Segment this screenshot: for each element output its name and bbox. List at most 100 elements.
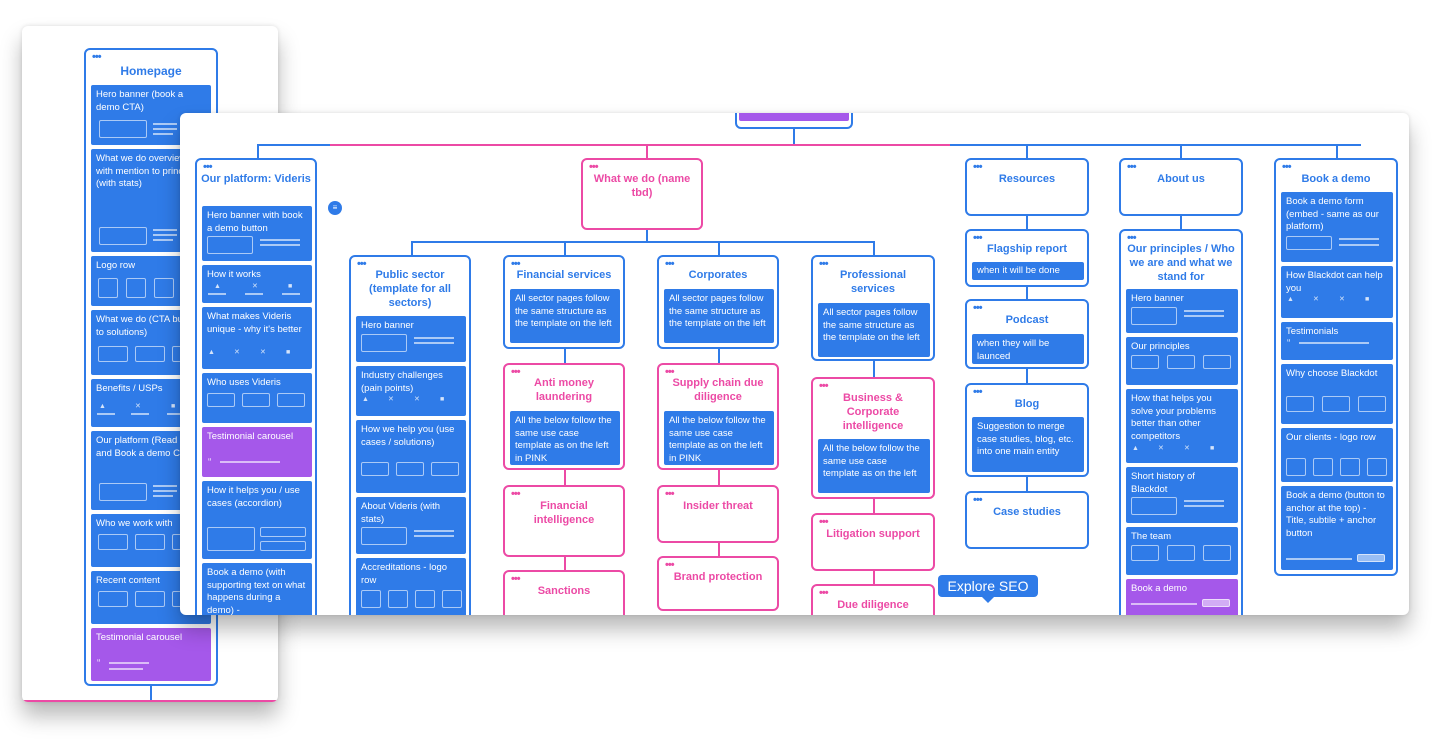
note-card[interactable]: All the below follow the same use case t… xyxy=(510,411,620,465)
section-card[interactable]: How that helps you solve your problems b… xyxy=(1126,389,1238,463)
whatwedo-node[interactable]: ••• What we do (name tbd) xyxy=(581,158,703,230)
about-node[interactable]: ••• About us xyxy=(1119,158,1243,216)
section-card[interactable]: Hero banner xyxy=(356,316,466,362)
node-title: Brand protection xyxy=(673,571,763,583)
connector-pink xyxy=(873,571,875,584)
section-card[interactable]: Why choose Blackdot xyxy=(1281,364,1393,424)
section-card[interactable]: How we help you (use cases / solutions) xyxy=(356,420,466,493)
note-card[interactable]: All the below follow the same use case t… xyxy=(664,411,774,465)
note-card[interactable]: All sector pages follow the same structu… xyxy=(818,303,930,357)
section-card[interactable]: Our principles xyxy=(1126,337,1238,385)
usecase-node[interactable]: ••• Litigation support xyxy=(811,513,935,571)
card-label: How we help you (use cases / solutions) xyxy=(361,424,455,448)
corporates-node[interactable]: ••• Corporates All sector pages follow t… xyxy=(657,255,779,349)
connector xyxy=(257,144,259,158)
card-label: Testimonial carousel xyxy=(207,431,294,442)
note-card[interactable]: All sector pages follow the same structu… xyxy=(510,289,620,343)
section-card[interactable]: Testimonials“ xyxy=(1281,322,1393,360)
section-card[interactable]: Book a demo xyxy=(1126,579,1238,615)
root-node[interactable] xyxy=(735,113,853,129)
card-label: How that helps you solve your problems b… xyxy=(1131,393,1217,442)
section-card[interactable]: Hero banner xyxy=(1126,289,1238,333)
resource-node[interactable]: ••• Flagship report when it will be done xyxy=(965,229,1089,287)
node-menu-icon[interactable]: ••• xyxy=(973,494,983,506)
usecase-node[interactable]: ••• Supply chain due diligence All the b… xyxy=(657,363,779,470)
note-card[interactable]: All the below follow the same use case t… xyxy=(818,439,930,493)
section-card[interactable]: How it works▲✕■ xyxy=(202,265,312,303)
principles-node[interactable]: ••• Our principles / Who we are and what… xyxy=(1119,229,1243,615)
node-menu-icon[interactable]: ••• xyxy=(973,302,983,314)
resource-node[interactable]: ••• Case studies xyxy=(965,491,1089,549)
node-menu-icon[interactable]: ••• xyxy=(665,258,675,270)
node-menu-icon[interactable]: ••• xyxy=(1127,232,1137,244)
financial-node[interactable]: ••• Financial services All sector pages … xyxy=(503,255,625,349)
node-menu-icon[interactable]: ••• xyxy=(665,559,675,571)
usecase-node[interactable]: ••• Sanctions xyxy=(503,570,625,615)
note-card[interactable]: when it will be done xyxy=(972,262,1084,280)
resource-node[interactable]: ••• Podcast when they will be launced xyxy=(965,299,1089,369)
card-label: when they will be launced xyxy=(977,338,1050,362)
section-card[interactable]: Accreditations - logo row xyxy=(356,558,466,615)
section-card[interactable]: Book a demo (button to anchor at the top… xyxy=(1281,486,1393,570)
section-card[interactable]: What makes Videris unique - why it's bet… xyxy=(202,307,312,369)
usecase-node[interactable]: ••• Insider threat xyxy=(657,485,779,543)
node-menu-icon[interactable]: ••• xyxy=(357,258,367,270)
section-card[interactable]: How it helps you / use cases (accordion) xyxy=(202,481,312,559)
section-card[interactable]: Short history of Blackdot xyxy=(1126,467,1238,523)
note-card[interactable]: Suggestion to merge case studies, blog, … xyxy=(972,417,1084,472)
section-card[interactable]: Testimonial carousel“ xyxy=(91,628,211,681)
platform-node[interactable]: ••• ≡ Our platform: Videris Hero banner … xyxy=(195,158,342,615)
connector-pink xyxy=(718,470,720,485)
node-menu-icon[interactable]: ••• xyxy=(973,161,983,173)
node-menu-icon[interactable]: ••• xyxy=(819,516,829,528)
node-menu-icon[interactable]: ••• xyxy=(973,232,983,244)
node-menu-icon[interactable]: ••• xyxy=(665,488,675,500)
section-card[interactable]: Book a demo (with supporting text on wha… xyxy=(202,563,312,615)
node-title: Podcast xyxy=(1005,314,1049,326)
connector xyxy=(1026,369,1028,383)
public-sector-node[interactable]: ••• Public sector (template for all sect… xyxy=(349,255,471,615)
node-menu-icon[interactable]: ••• xyxy=(665,366,675,378)
node-menu-icon[interactable]: ••• xyxy=(819,258,829,270)
card-label: Hero banner xyxy=(1131,293,1184,304)
node-menu-icon[interactable]: ••• xyxy=(819,380,829,392)
usecase-node[interactable]: ••• Anti money laundering All the below … xyxy=(503,363,625,470)
section-card[interactable]: About Videris (with stats) xyxy=(356,497,466,554)
homepage-bottom-line xyxy=(22,700,278,702)
resource-node[interactable]: ••• Blog Suggestion to merge case studie… xyxy=(965,383,1089,477)
note-card[interactable]: All sector pages follow the same structu… xyxy=(664,289,774,343)
resources-node[interactable]: ••• Resources xyxy=(965,158,1089,216)
section-card[interactable]: Our clients - logo row xyxy=(1281,428,1393,482)
card-label: Book a demo (with supporting text on wha… xyxy=(207,567,306,615)
book-demo-node[interactable]: ••• Book a demo Book a demo form (embed … xyxy=(1274,158,1398,576)
note-card[interactable]: when they will be launced xyxy=(972,334,1084,364)
node-menu-icon[interactable]: ••• xyxy=(203,161,213,173)
node-menu-icon[interactable]: ••• xyxy=(589,161,599,173)
usecase-node[interactable]: ••• Financial intelligence xyxy=(503,485,625,557)
section-card[interactable]: The team xyxy=(1126,527,1238,575)
node-menu-icon[interactable]: ••• xyxy=(511,573,521,585)
node-menu-icon[interactable]: ••• xyxy=(1127,161,1137,173)
node-menu-icon[interactable]: ••• xyxy=(511,488,521,500)
usecase-node[interactable]: ••• Business & Corporate intelligence Al… xyxy=(811,377,935,499)
node-title: About us xyxy=(1157,173,1205,185)
usecase-node[interactable]: ••• Due diligence xyxy=(811,584,935,615)
section-card[interactable]: Industry challenges (pain points)▲✕✕■ xyxy=(356,366,466,416)
node-menu-icon[interactable]: ••• xyxy=(1282,161,1292,173)
section-card[interactable]: Hero banner with book a demo button xyxy=(202,206,312,261)
node-menu-icon[interactable]: ••• xyxy=(819,587,829,599)
section-card[interactable]: Testimonial carousel“ xyxy=(202,427,312,477)
section-card[interactable]: Book a demo form (embed - same as our pl… xyxy=(1281,192,1393,262)
comment-icon[interactable]: ≡ xyxy=(328,201,342,215)
professional-node[interactable]: ••• Professional services All sector pag… xyxy=(811,255,935,361)
section-card[interactable]: Who uses Videris xyxy=(202,373,312,423)
node-menu-icon[interactable]: ••• xyxy=(511,258,521,270)
connector xyxy=(1336,144,1338,158)
section-card[interactable]: How Blackdot can help you▲✕✕■ xyxy=(1281,266,1393,318)
node-menu-icon[interactable]: ••• xyxy=(92,51,102,63)
explore-seo-tooltip[interactable]: Explore SEO xyxy=(938,575,1038,603)
node-menu-icon[interactable]: ••• xyxy=(973,386,983,398)
node-menu-icon[interactable]: ••• xyxy=(511,366,521,378)
card-label: The team xyxy=(1131,531,1172,542)
usecase-node[interactable]: ••• Brand protection xyxy=(657,556,779,611)
